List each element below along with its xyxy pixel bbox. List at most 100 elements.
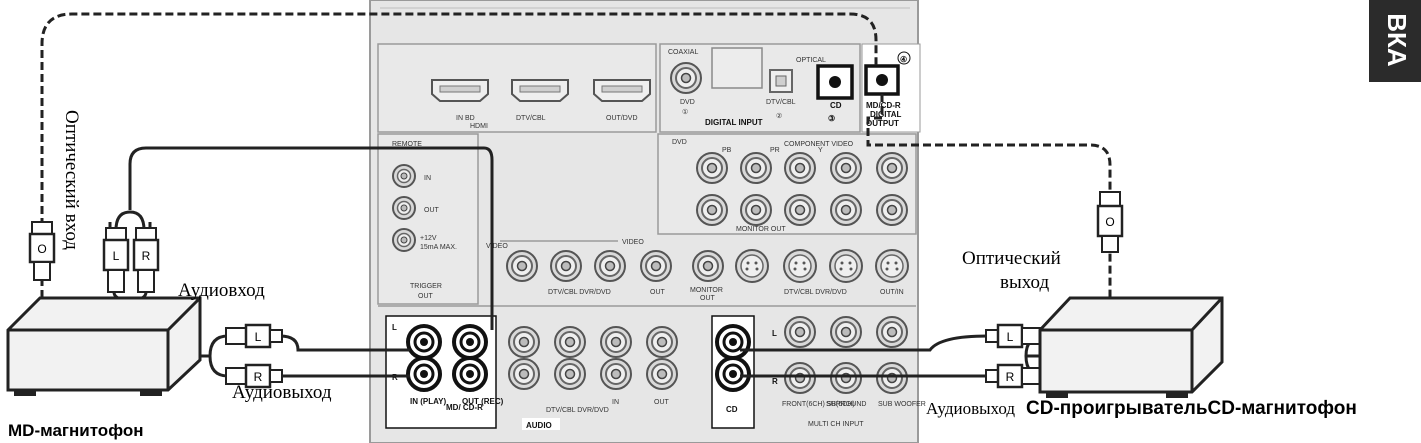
video-jack	[640, 250, 672, 282]
audio-jack	[600, 358, 632, 390]
component-dvd-label: DVD	[672, 139, 687, 146]
audio-out-cable-left	[279, 334, 410, 352]
video-jack	[550, 250, 582, 282]
trigger-current-label: 15mA MAX.	[420, 244, 457, 251]
rca-plug-pair-right: L R	[985, 323, 1043, 389]
component-pr-label: PR	[770, 147, 780, 154]
audio-in-label: Аудиовход	[178, 280, 265, 301]
md-cdr-out-label: OUT (REC)	[462, 397, 504, 406]
coaxial-dvd-port	[670, 62, 702, 94]
multi-right-mark: R	[772, 377, 778, 386]
remote-in-label: IN	[424, 175, 431, 182]
hdmi-in-bd-port	[431, 79, 489, 102]
plug-l-letter: L	[255, 330, 262, 344]
optical-plug-right: O	[1096, 191, 1124, 253]
optical-output-port	[864, 64, 900, 96]
md-recorder-label: MD-магнитофон	[8, 421, 144, 440]
remote-label: REMOTE	[392, 141, 422, 148]
hdmi-label: HDMI	[470, 123, 488, 130]
multi-ch-jack	[876, 316, 908, 348]
audio-jack	[554, 326, 586, 358]
multi-ch-jack	[784, 316, 816, 348]
optical-out-label-line1: Оптический	[962, 248, 1061, 269]
plug-r-letter: R	[1006, 370, 1015, 384]
component-jack	[830, 152, 862, 184]
audio-jack	[600, 326, 632, 358]
md-cdr-in-right-jack	[406, 356, 442, 392]
port-number-2: ②	[776, 112, 782, 120]
video-label: VIDEO	[622, 239, 644, 246]
audio-jack	[508, 326, 540, 358]
rca-plug-pair-left: L R	[225, 323, 283, 389]
hdmi-out-label: OUT/DVD	[606, 115, 638, 122]
md-cdr-out-left-jack	[452, 324, 488, 360]
audio-left-mark: L	[392, 323, 397, 332]
hdmi-out-port	[593, 79, 651, 102]
monitor-out-label: MONITOR OUT	[736, 226, 786, 233]
section-tab-label: ВКА	[1382, 13, 1412, 67]
rca-plug-pair-vertical: L R	[102, 227, 160, 293]
multi-ch-jack	[830, 316, 862, 348]
plug-l-letter: L	[113, 249, 120, 263]
coaxial-dvd-label: DVD	[680, 99, 695, 106]
receiver-rear-panel: IN BD DTV/CBL OUT/DVD HDMI COAXIAL DVD ①…	[369, 0, 926, 443]
video-out-label: OUT	[650, 289, 666, 296]
video-jack	[594, 250, 626, 282]
hdmi-in-dtv-port	[511, 79, 569, 102]
video-monitor-jack	[692, 250, 724, 282]
cd-in-left-jack	[715, 324, 751, 360]
digital-input-label: DIGITAL INPUT	[705, 118, 763, 127]
trigger-label: TRIGGER	[410, 283, 442, 290]
md-cdr-label: MD/CD-R	[866, 101, 901, 110]
audio-label: AUDIO	[526, 421, 552, 430]
cd-in-right-jack	[715, 356, 751, 392]
optical-plug-left: O	[28, 221, 56, 281]
optical-out-label-line2: выход	[1000, 272, 1049, 293]
audio-in-label: IN	[612, 399, 619, 406]
video-monitor-label: MONITOR	[690, 287, 723, 294]
front-label: FRONT(6CH) SB(6CH)	[782, 401, 855, 408]
video-jack	[506, 250, 538, 282]
audio-source-labels: DTV/CBL DVR/DVD	[546, 407, 609, 414]
audio-jack	[508, 358, 540, 390]
component-jack	[830, 194, 862, 226]
component-jack	[876, 194, 908, 226]
multi-ch-jack	[784, 362, 816, 394]
s-video-jack	[829, 249, 863, 283]
hdmi-in-dtv-label: DTV/CBL	[516, 115, 546, 122]
audio-jack	[646, 326, 678, 358]
cd-players-label: CD-проигрывательCD-магнитофон	[1026, 398, 1357, 419]
component-pb-label: PB	[722, 147, 732, 154]
video-monitor-out-label: OUT	[700, 295, 716, 302]
component-jack	[740, 194, 772, 226]
port-number-3: ③	[828, 114, 835, 123]
multi-ch-jack	[876, 362, 908, 394]
port-number-4: ④	[900, 55, 907, 64]
plug-l-letter: L	[1007, 330, 1014, 344]
md-recorder-device	[6, 296, 202, 396]
trigger-out-label: OUT	[418, 293, 434, 300]
video-source-labels: DTV/CBL DVR/DVD	[548, 289, 611, 296]
cd-player-device	[1038, 296, 1224, 398]
trigger-out-port	[392, 228, 416, 252]
audio-jack	[646, 358, 678, 390]
remote-out-label: OUT	[424, 207, 440, 214]
plug-r-letter: R	[142, 249, 151, 263]
s-video-jack	[783, 249, 817, 283]
multi-left-mark: L	[772, 329, 777, 338]
plug-r-letter: R	[254, 370, 263, 384]
component-jack	[740, 152, 772, 184]
audio-out-label-right: Аудиовыход	[926, 399, 1015, 418]
s-video-jack	[875, 249, 909, 283]
multi-ch-jack	[830, 362, 862, 394]
port-number-1: ①	[682, 108, 688, 116]
component-jack	[696, 194, 728, 226]
optical-in-label: Оптический вход	[61, 110, 82, 250]
output-label: OUTPUT	[866, 119, 899, 128]
hdmi-in-bd-label: IN BD	[456, 115, 475, 122]
trigger-voltage-label: +12V	[420, 235, 437, 242]
audio-out-label: OUT	[654, 399, 670, 406]
video-label-left: VIDEO	[486, 243, 508, 250]
component-jack	[876, 152, 908, 184]
component-jack	[784, 194, 816, 226]
